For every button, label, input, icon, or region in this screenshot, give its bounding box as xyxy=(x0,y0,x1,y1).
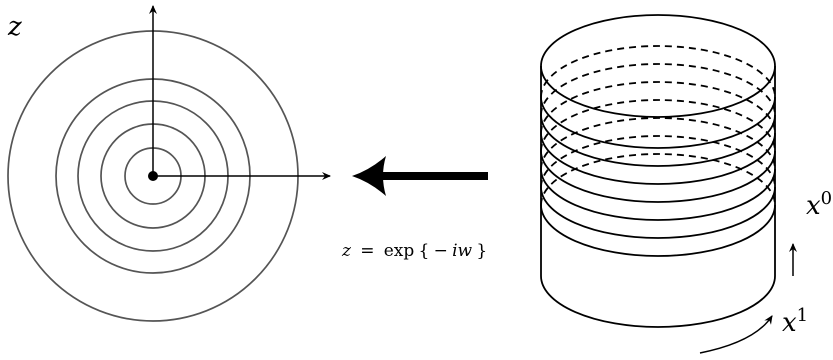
slice-back-7 xyxy=(540,153,776,206)
time-direction: x0 xyxy=(789,188,832,276)
slice-front-2 xyxy=(540,114,776,167)
mapping-formula: z = exp { − iw } xyxy=(341,241,487,261)
space-direction: x1 xyxy=(699,305,808,354)
slice-front-7 xyxy=(540,204,776,257)
mapping-arrow xyxy=(352,156,488,196)
space-arrow xyxy=(699,315,773,354)
slice-back-5 xyxy=(540,117,776,170)
slice-back-6 xyxy=(540,135,776,188)
formula-eq: = xyxy=(360,241,374,261)
formula-lhs: z xyxy=(341,241,352,261)
slice-front-4 xyxy=(540,150,776,203)
slice-front-5 xyxy=(540,168,776,221)
space-label-sup: 1 xyxy=(797,305,808,326)
slice-back-3 xyxy=(540,81,776,134)
formula-open: { xyxy=(419,241,430,261)
time-label: x0 xyxy=(806,188,832,221)
formula-close: } xyxy=(476,241,487,261)
origin-dot xyxy=(148,171,158,181)
space-label: x1 xyxy=(782,305,808,338)
slice-back-1 xyxy=(540,45,776,98)
slice-front-3 xyxy=(540,132,776,185)
formula-iw: iw xyxy=(452,241,472,261)
formula-minus: − xyxy=(434,241,448,261)
cylinder-top xyxy=(540,14,776,118)
formula-func: exp xyxy=(384,241,415,261)
complex-plane: z xyxy=(7,5,331,322)
space-label-base: x xyxy=(782,308,797,338)
time-label-sup: 0 xyxy=(821,188,832,209)
slice-back-4 xyxy=(540,99,776,152)
slice-front-1 xyxy=(540,96,776,149)
slice-front-6 xyxy=(540,186,776,239)
time-slices xyxy=(540,45,776,257)
mapping-arrowhead xyxy=(352,156,386,196)
cylinder-bottom xyxy=(540,275,776,328)
cylinder xyxy=(540,14,776,328)
slice-back-2 xyxy=(540,63,776,116)
time-label-base: x xyxy=(806,191,821,221)
plane-label: z xyxy=(7,12,22,42)
